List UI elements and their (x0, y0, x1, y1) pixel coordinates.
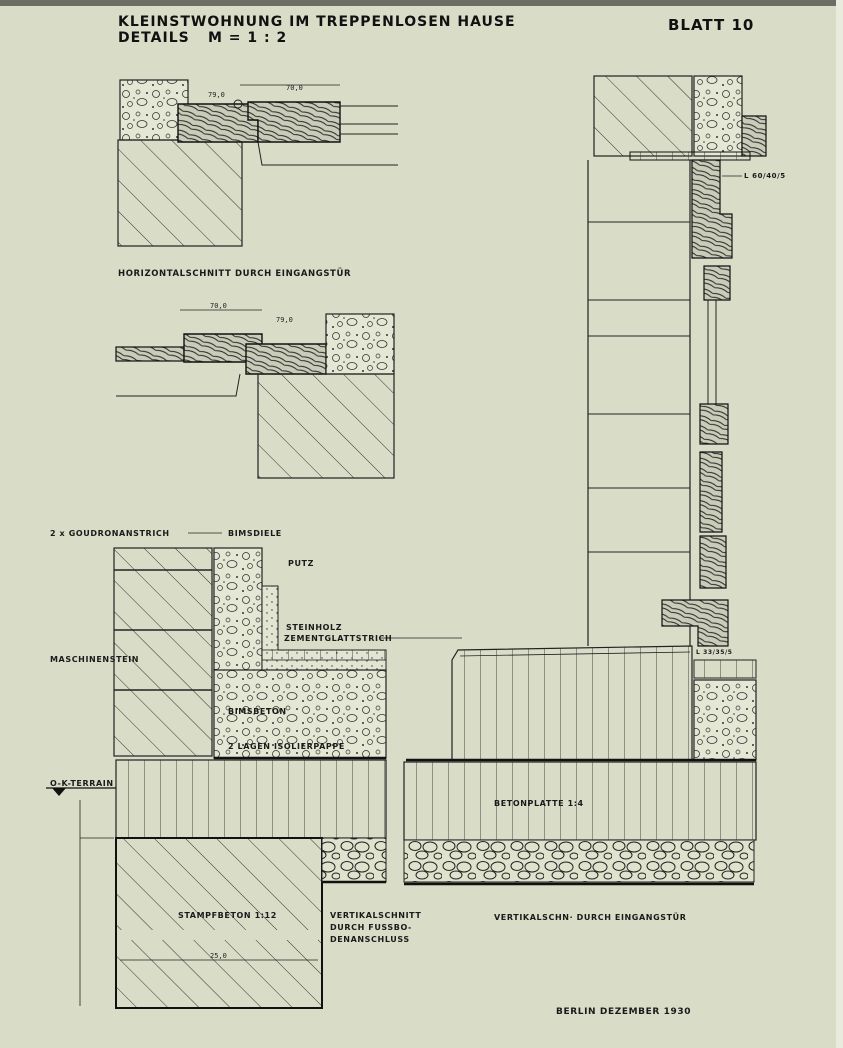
title-block: KLEINSTWOHNUNG IM TREPPENLOSEN HAUSE DET… (118, 14, 754, 46)
label-profile-top: L 60/40/5 (744, 172, 786, 180)
caption-horizontal-section: HORIZONTALSCHNITT DURCH EINGANGSTÜR (118, 268, 351, 279)
label-putz: PUTZ (288, 559, 314, 568)
horizontal-section-bottom: 70,0 79,0 (115, 302, 395, 479)
drawing-subtitle: DETAILS (118, 30, 190, 46)
label-isolierpappe: 2 LAGEN ISOLIERPAPPE (228, 742, 345, 751)
label-betonplatte: BETONPLATTE 1:4 (494, 799, 584, 808)
label-bimsdiele: BIMSDIELE (228, 529, 282, 538)
dim-79-top: 79,0 (208, 91, 225, 99)
label-terrain: O-K-TERRAIN (50, 779, 114, 788)
label-bimsbeton: BIMSBETON (228, 707, 287, 716)
caption-vertical-door: VERTIKALSCHN· DURCH EINGANGSTÜR (494, 912, 687, 922)
label-profile-bottom: L 33/35/5 (696, 649, 733, 656)
label-steinholz: STEINHOLZ (286, 623, 342, 632)
label-zementglattstrich: ZEMENTGLATTSTRICH (284, 634, 392, 643)
dim-79-bottom: 79,0 (276, 316, 293, 324)
vertical-floor-section: 25,0 (46, 547, 387, 1009)
label-goudron: 2 x GOUDRONANSTRICH (50, 529, 170, 538)
dim-70-top: 70,0 (286, 84, 303, 92)
vertical-door-section (403, 75, 767, 886)
horizontal-section-top: 70,0 79,0 (117, 79, 398, 247)
footer-place-date: BERLIN DEZEMBER 1930 (556, 1007, 691, 1017)
label-maschinenstein: MASCHINENSTEIN (50, 655, 139, 664)
sheet-number: BLATT 10 (668, 16, 754, 34)
caption-vertical-floor-3: DENANSCHLUSS (330, 935, 410, 944)
dim-25: 25,0 (210, 952, 227, 960)
drawing-title: KLEINSTWOHNUNG IM TREPPENLOSEN HAUSE (118, 14, 516, 30)
drawing-scale: M = 1 : 2 (208, 30, 287, 46)
dim-70-bottom: 70,0 (210, 302, 227, 310)
caption-vertical-floor-1: VERTIKALSCHNITT (330, 911, 421, 920)
label-stampfbeton: STAMPFBETON 1:12 (178, 911, 277, 920)
caption-vertical-floor-2: DURCH FUSSBO- (330, 923, 412, 932)
